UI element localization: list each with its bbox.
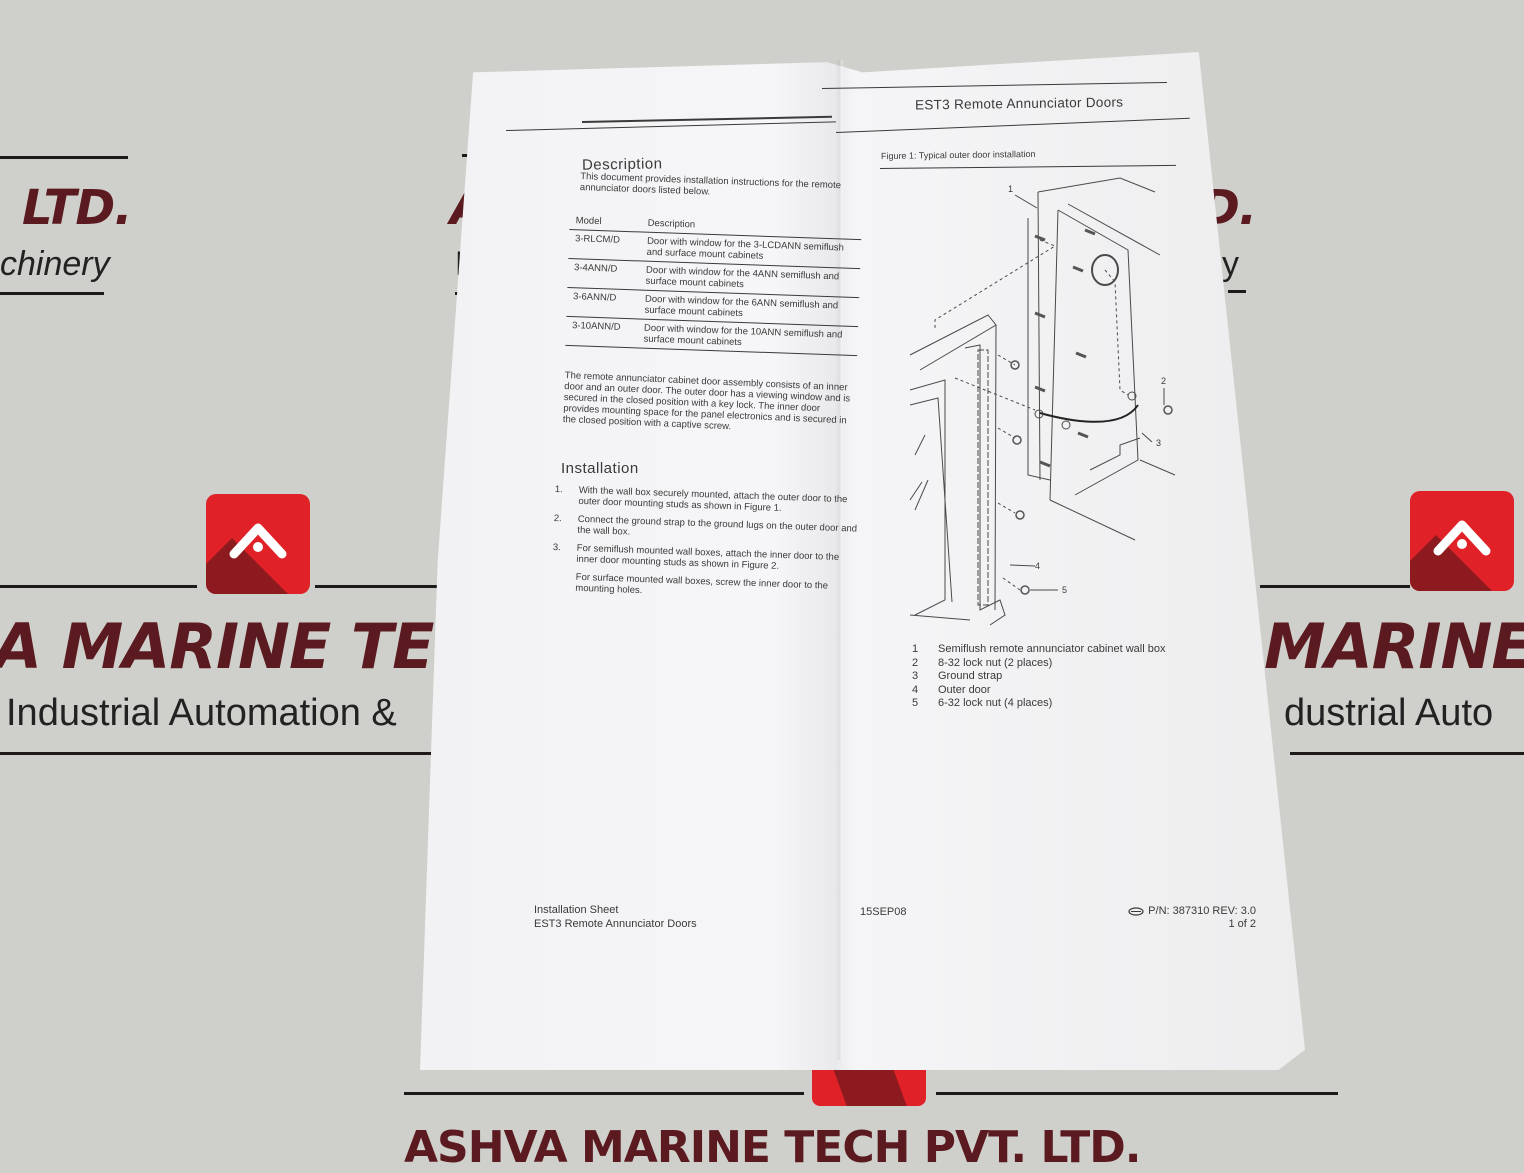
model-cell: 3-RLCM/D	[574, 233, 621, 246]
legend-label: 6-32 lock nut (4 places)	[938, 697, 1053, 709]
backdrop-rule	[0, 585, 197, 588]
legend-number: 3	[912, 670, 919, 682]
company-logo-icon	[1410, 491, 1514, 591]
step-number: 3.	[552, 541, 561, 554]
backdrop-brand-bottom: ASHVA MARINE TECH PVT. LTD.	[404, 1122, 1141, 1173]
backdrop-rule	[1260, 585, 1410, 588]
step-number: 1.	[554, 484, 563, 496]
description-cell: Door with window for the 6ANN semiflush …	[644, 293, 839, 320]
callout-4: 4	[1035, 561, 1040, 571]
model-cell: 3-6ANN/D	[572, 291, 617, 304]
backdrop-brand-top-left: LTD.	[22, 180, 132, 236]
legend-number: 1	[912, 643, 919, 655]
footer-sheet-title: EST3 Remote Annunciator Doors	[534, 918, 697, 930]
installation-steps: 1. With the wall box securely mounted, a…	[551, 484, 865, 611]
installation-sheet	[420, 52, 1305, 1070]
backdrop-sub-mid-right: dustrial Auto	[1284, 692, 1494, 734]
callout-3: 3	[1156, 438, 1161, 448]
callout-1: 1	[1008, 184, 1013, 194]
legend-item: 3 Ground strap	[912, 670, 1165, 684]
recycle-paper-icon	[1128, 906, 1144, 916]
description-cell: Door with window for the 3-LCDANN semifl…	[646, 235, 845, 262]
legend-number: 4	[912, 683, 919, 696]
paper-fold-crease	[835, 60, 845, 1060]
step-number: 2.	[553, 512, 562, 525]
backdrop-rule	[0, 156, 128, 159]
company-logo-icon	[812, 1068, 926, 1106]
legend-item: 5 6-32 lock nut (4 places)	[912, 697, 1165, 711]
step-text: For surface mounted wall boxes, screw th…	[575, 571, 829, 597]
installation-heading: Installation	[561, 460, 639, 477]
backdrop-rule	[1290, 752, 1524, 755]
step-number	[551, 571, 576, 594]
backdrop-rule	[1228, 290, 1246, 293]
installation-step: For surface mounted wall boxes, screw th…	[551, 571, 862, 604]
step-text: Connect the ground strap to the ground l…	[577, 513, 858, 538]
legend-label: Semiflush remote annunciator cabinet wal…	[938, 643, 1166, 655]
backdrop-sub-top-left: chinery	[0, 245, 110, 283]
footer-part-number: P/N: 387310 REV: 3.0	[1148, 905, 1256, 917]
footer-page: 1 of 2	[1228, 918, 1256, 930]
document-header-title: EST3 Remote Annunciator Doors	[914, 94, 1124, 113]
company-logo-icon	[206, 494, 310, 594]
legend-number: 2	[912, 656, 919, 669]
step-text: For semiflush mounted wall boxes, attach…	[576, 542, 840, 572]
footer-sheet-type: Installation Sheet	[534, 904, 619, 916]
footer-right: P/N: 387310 REV: 3.0 1 of 2	[1100, 905, 1256, 931]
legend-item: 1 Semiflush remote annunciator cabinet w…	[912, 643, 1165, 657]
column-header-model: Model	[575, 215, 602, 228]
backdrop-sub-mid-left: Industrial Automation &	[6, 692, 397, 734]
footer-left: Installation Sheet EST3 Remote Annunciat…	[534, 903, 697, 931]
legend-item: 4 Outer door	[912, 684, 1165, 698]
door-installation-diagram: 1 2 3 4 5	[909, 177, 1176, 626]
legend-item: 2 8-32 lock nut (2 places)	[912, 657, 1165, 671]
description-cell: Door with window for the 4ANN semiflush …	[645, 264, 840, 291]
description-cell: Door with window for the 10ANN semiflush…	[643, 322, 843, 349]
callout-2: 2	[1161, 376, 1166, 386]
model-cell: 3-10ANN/D	[571, 320, 621, 333]
backdrop-sub-top-right: y	[1222, 245, 1239, 283]
installation-step: 2. Connect the ground strap to the groun…	[553, 513, 864, 546]
callout-5: 5	[1062, 585, 1067, 595]
figure-legend: 1 Semiflush remote annunciator cabinet w…	[912, 643, 1165, 711]
model-cell: 3-4ANN/D	[573, 262, 618, 275]
backdrop-rule	[936, 1092, 1338, 1095]
backdrop-rule	[0, 292, 104, 295]
backdrop-rule	[315, 585, 450, 588]
backdrop-brand-mid-right: MARINE T	[1264, 610, 1524, 683]
legend-number: 5	[912, 697, 919, 709]
installation-step: 3. For semiflush mounted wall boxes, att…	[552, 542, 863, 575]
legend-label: Ground strap	[938, 670, 1003, 682]
footer-date: 15SEP08	[860, 906, 907, 918]
legend-label: Outer door	[938, 683, 991, 696]
models-table: Model Description 3-RLCM/D Door with win…	[565, 212, 862, 357]
backdrop-rule	[404, 1092, 804, 1095]
backdrop-rule	[0, 752, 450, 755]
legend-label: 8-32 lock nut (2 places)	[938, 656, 1053, 669]
